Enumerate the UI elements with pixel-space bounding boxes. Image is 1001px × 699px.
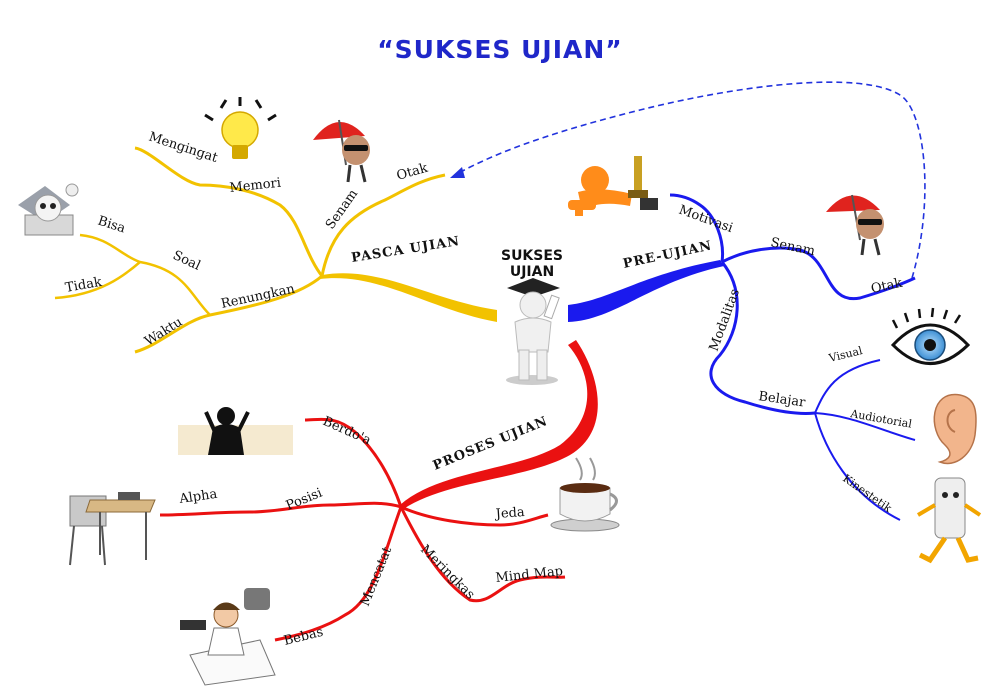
skull-book-icon: [18, 183, 79, 236]
otak-pre-label: Otak: [870, 276, 904, 297]
kinestetik-label: Kinestetik: [840, 472, 894, 515]
center-node: SUKSES UJIAN: [501, 248, 563, 385]
belajar-label: Belajar: [757, 389, 807, 411]
berdoa-label: Berdo'a: [320, 414, 373, 449]
soal-label: Soal: [170, 248, 202, 274]
soal-line: [79, 233, 211, 316]
trophy-figure-icon: [568, 156, 658, 216]
running-figure-icon: [916, 477, 982, 564]
jeda-label: Jeda: [493, 505, 525, 522]
lightbulb-icon: [204, 97, 277, 159]
waktu-label: Waktu: [142, 315, 185, 350]
kinestetik-line: [814, 412, 901, 521]
writing-student-icon: [180, 588, 276, 686]
eye-icon: [890, 307, 971, 365]
renungkan-label: Renungkan: [220, 282, 297, 312]
bisa-label: Bisa: [96, 214, 128, 237]
pasca-ujian-branch: PASCA UJIAN Memori Mengingat Senam Otak …: [54, 130, 497, 354]
pasca-main-branch: [320, 273, 497, 322]
arrowhead-icon: [450, 167, 465, 178]
modalitas-label: Modalitas: [707, 287, 743, 353]
alpha-label: Alpha: [177, 487, 218, 507]
pre-main-branch: [568, 260, 724, 322]
audiotorial-line: [814, 412, 916, 441]
audiotorial-label: Audiotorial: [848, 407, 913, 431]
memori-line: [134, 146, 324, 277]
pasca-ujian-label: PASCA UJIAN: [350, 234, 461, 266]
jeda-line: [400, 505, 549, 527]
berdoa-line: [304, 417, 403, 508]
map-title: “SUKSES UJIAN”: [377, 35, 623, 64]
umbrella-brain-icon: [826, 194, 884, 256]
motivasi-line: [669, 193, 725, 263]
visual-label: Visual: [827, 344, 865, 365]
senam-pasca-label: Senam: [323, 187, 361, 233]
modalitas-line: [709, 261, 816, 415]
dashed-link-otak: [454, 81, 926, 279]
umbrella-brain-icon: [313, 119, 370, 183]
center-line2: UJIAN: [510, 264, 554, 280]
posisi-label: Posisi: [284, 486, 325, 514]
tidak-label: Tidak: [64, 275, 103, 296]
mindmap-label: Mind Map: [495, 564, 564, 586]
senam-otak-line: [320, 173, 446, 277]
bebas-label: Bebas: [282, 625, 324, 649]
coffee-cup-icon: [550, 457, 620, 532]
mencatat-label: Mencatat: [358, 544, 396, 608]
mencatat-line: [274, 506, 403, 642]
proses-main-branch: [400, 340, 598, 510]
school-desk-icon: [69, 492, 156, 566]
senam-otak-pre-line: [721, 246, 916, 301]
renungkan-line: [134, 274, 323, 354]
meringkas-label: Meringkas: [417, 542, 477, 602]
ear-icon: [933, 394, 977, 465]
senam-pre-label: Senam: [769, 235, 816, 259]
memori-label: Memori: [229, 176, 282, 196]
posisi-line: [159, 501, 402, 517]
praying-silhouette-icon: [178, 407, 293, 455]
center-line1: SUKSES: [501, 248, 563, 264]
visual-line: [814, 359, 881, 414]
meringkas-line: [399, 506, 566, 603]
tidak-line: [54, 261, 141, 300]
graduate-figure-icon: [506, 278, 560, 385]
